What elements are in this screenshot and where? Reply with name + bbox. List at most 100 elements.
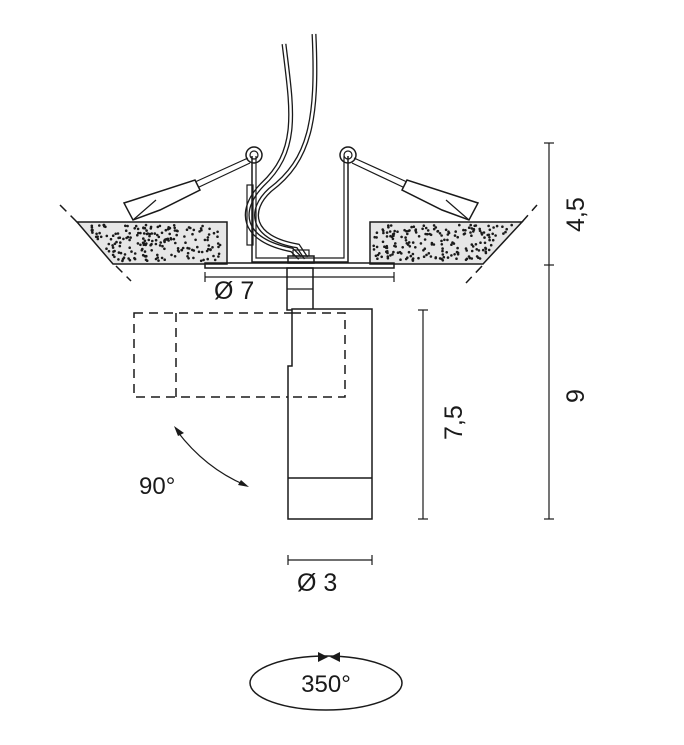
speckle-dot: [487, 233, 491, 237]
speckle-dot: [474, 243, 478, 246]
total-height-label: 9: [562, 389, 590, 403]
speckle-dot: [373, 235, 377, 239]
speckle-dot: [143, 250, 147, 253]
spring-clip-right: [351, 157, 480, 221]
speckle-dot: [186, 246, 189, 250]
speckle-dot: [432, 227, 436, 231]
speckle-dot: [184, 241, 187, 244]
speckle-dot: [206, 236, 210, 239]
speckle-dot: [464, 229, 467, 232]
speckle-dot: [119, 251, 123, 255]
speckle-dot: [384, 246, 388, 249]
speckle-dot: [391, 253, 394, 256]
speckle-dot: [186, 251, 190, 255]
speckle-dot: [489, 243, 493, 247]
speckle-dot: [455, 257, 458, 261]
tilt-arrow: [174, 426, 249, 487]
speckle-dot: [156, 225, 160, 229]
speckle-dot: [438, 257, 442, 260]
speckle-dot: [372, 248, 376, 251]
speckle-dot: [126, 235, 130, 239]
speckle-dot: [467, 226, 471, 229]
speckle-dot: [393, 229, 397, 233]
speckle-dot: [465, 249, 469, 252]
speckle-dot: [441, 247, 444, 250]
speckle-dot: [389, 234, 392, 238]
speckle-dot: [202, 258, 205, 262]
speckle-dot: [488, 228, 492, 232]
speckle-dot: [376, 253, 380, 257]
speckle-dot: [423, 247, 427, 250]
speckle-dot: [440, 234, 443, 237]
speckle-dot: [142, 243, 146, 247]
speckle-dot: [375, 245, 379, 249]
speckle-dot: [396, 251, 400, 254]
speckle-dot: [118, 236, 122, 239]
speckle-dot: [419, 242, 423, 245]
speckle-dot: [425, 253, 428, 257]
speckle-dot: [385, 250, 388, 253]
speckle-dot: [124, 229, 128, 232]
speckle-dot: [157, 259, 160, 262]
speckle-dot: [211, 246, 214, 249]
speckle-dot: [407, 241, 411, 244]
speckle-dot: [375, 231, 379, 234]
speckle-dot: [139, 243, 142, 247]
speckle-dot: [156, 253, 159, 257]
speckle-dot: [479, 241, 482, 244]
speckle-dot: [142, 226, 145, 230]
speckle-dot: [129, 236, 132, 239]
speckle-dot: [134, 224, 138, 228]
speckle-dot: [154, 242, 158, 246]
speckle-dot: [470, 243, 474, 246]
speckle-dot: [441, 253, 445, 256]
speckle-dot: [469, 231, 472, 234]
speckle-dot: [168, 232, 171, 236]
speckle-dot: [113, 249, 116, 253]
speckle-dot: [128, 232, 131, 235]
tilted-body-outline: [133, 312, 346, 398]
speckle-dot: [148, 232, 152, 236]
speckle-dot: [392, 232, 396, 235]
speckle-dot: [117, 251, 121, 254]
speckle-dot: [99, 235, 103, 239]
speckle-dot: [128, 246, 131, 249]
speckle-dot: [430, 243, 434, 246]
speckle-dot: [111, 234, 115, 237]
speckle-dot: [194, 238, 197, 242]
speckle-dot: [455, 250, 459, 254]
speckle-dot: [470, 257, 474, 260]
speckle-dot: [163, 247, 166, 251]
speckle-dot: [154, 238, 158, 242]
speckle-dot: [487, 224, 490, 228]
speckle-dot: [185, 228, 189, 231]
speckle-dot: [440, 243, 444, 246]
speckle-dot: [217, 255, 220, 258]
body-length-dimension: [418, 309, 428, 520]
speckle-dot: [119, 241, 122, 244]
speckle-dot: [385, 235, 389, 238]
speckle-dot: [491, 238, 495, 242]
speckle-dot: [403, 228, 406, 232]
speckle-dot: [105, 234, 109, 238]
speckle-dot: [91, 231, 94, 234]
flange-diameter-dimension: [204, 272, 395, 282]
speckle-dot: [142, 232, 146, 235]
speckle-dot: [107, 242, 111, 246]
speckle-dot: [478, 227, 482, 231]
speckle-dot: [404, 239, 408, 242]
speckle-dot: [150, 249, 153, 252]
speckle-dot: [176, 229, 179, 233]
speckle-dot: [143, 239, 147, 243]
speckle-dot: [174, 241, 177, 245]
speckle-dot: [189, 226, 192, 230]
speckle-dot: [111, 253, 115, 257]
speckle-dot: [167, 226, 170, 229]
speckle-dot: [471, 245, 475, 248]
speckle-dot: [453, 234, 457, 237]
speckle-dot: [469, 223, 473, 227]
speckle-dot: [454, 230, 458, 233]
recess-depth-label: 4,5: [562, 197, 590, 232]
speckle-dot: [444, 228, 448, 232]
speckle-dot: [212, 231, 216, 235]
